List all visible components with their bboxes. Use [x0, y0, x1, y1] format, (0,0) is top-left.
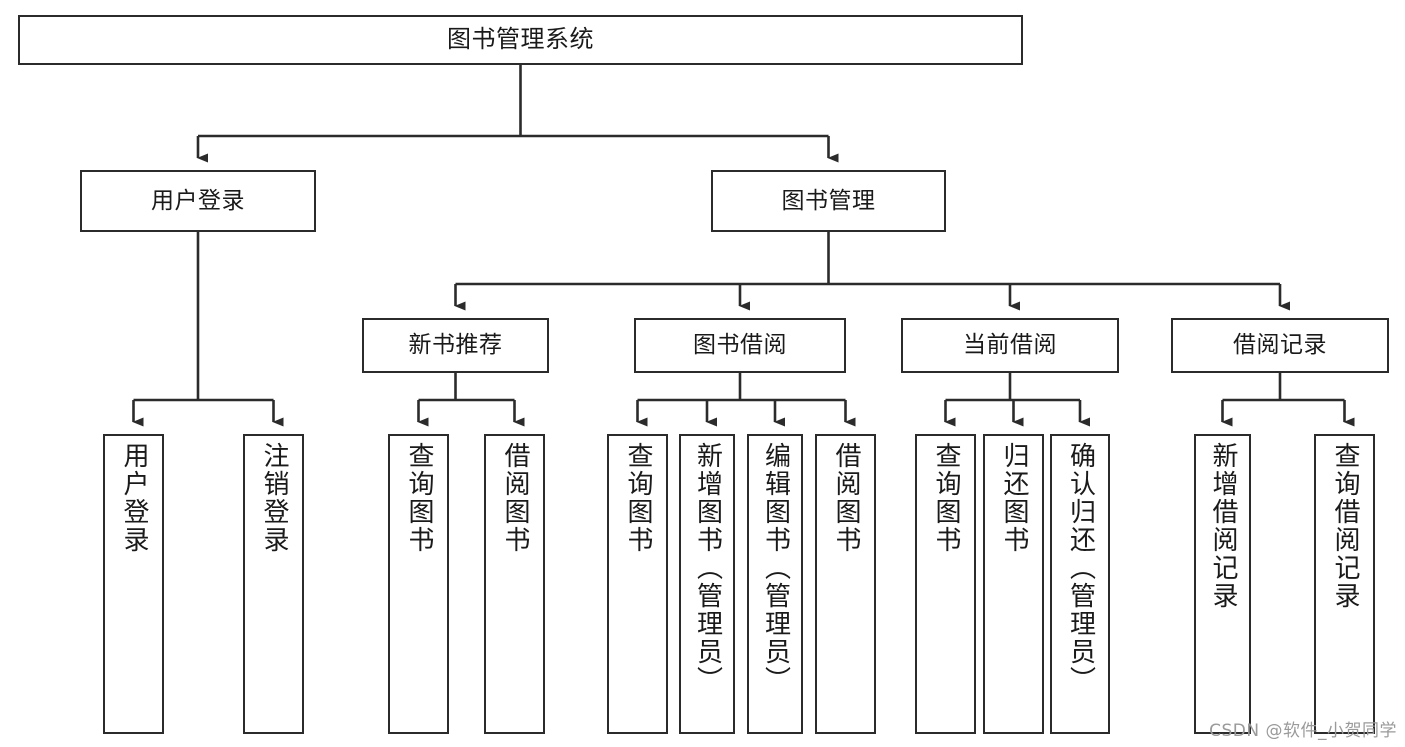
node-leaf-nbr-borrow[interactable]: 借阅图书: [484, 434, 545, 734]
node-label: 图书借阅: [693, 332, 787, 359]
node-leaf-bb-edit[interactable]: 编辑图书（管理员）: [747, 434, 803, 734]
node-label: 确认归还（管理员）: [1065, 442, 1096, 694]
node-user-login[interactable]: 用户登录: [80, 170, 316, 232]
node-label: 查询图书: [623, 442, 654, 554]
node-leaf-br-add[interactable]: 新增借阅记录: [1194, 434, 1251, 734]
node-label: 当前借阅: [963, 332, 1057, 359]
node-label: 归还图书: [999, 442, 1030, 554]
node-leaf-nbr-query[interactable]: 查询图书: [388, 434, 449, 734]
node-label: 查询图书: [404, 442, 435, 554]
node-label: 新书推荐: [408, 332, 503, 359]
node-label: 图书管理系统: [447, 25, 594, 54]
node-label: 查询借阅记录: [1330, 442, 1361, 610]
node-root[interactable]: 图书管理系统: [18, 15, 1023, 65]
node-leaf-user-login[interactable]: 用户登录: [103, 434, 164, 734]
node-leaf-bb-borrow[interactable]: 借阅图书: [815, 434, 876, 734]
node-label: 查询图书: [931, 442, 962, 554]
node-label: 用户登录: [119, 442, 150, 554]
node-leaf-br-query[interactable]: 查询借阅记录: [1314, 434, 1375, 734]
node-new-book-rec[interactable]: 新书推荐: [362, 318, 549, 373]
node-label: 借阅记录: [1233, 332, 1327, 359]
node-book-borrow[interactable]: 图书借阅: [634, 318, 846, 373]
node-leaf-bb-query[interactable]: 查询图书: [607, 434, 668, 734]
node-leaf-bb-add[interactable]: 新增图书（管理员）: [679, 434, 735, 734]
node-label: 注销登录: [259, 442, 290, 554]
node-label: 新增图书（管理员）: [692, 442, 723, 694]
node-leaf-user-logout[interactable]: 注销登录: [243, 434, 304, 734]
node-leaf-cb-return[interactable]: 归还图书: [983, 434, 1044, 734]
node-borrow-records[interactable]: 借阅记录: [1171, 318, 1389, 373]
node-label: 新增借阅记录: [1208, 442, 1239, 610]
node-leaf-cb-confirm[interactable]: 确认归还（管理员）: [1050, 434, 1110, 734]
node-label: 用户登录: [151, 187, 245, 214]
node-book-manage[interactable]: 图书管理: [711, 170, 946, 232]
node-leaf-cb-query[interactable]: 查询图书: [915, 434, 976, 734]
node-label: 借阅图书: [500, 442, 531, 554]
node-label: 借阅图书: [831, 442, 862, 554]
node-label: 编辑图书（管理员）: [760, 442, 791, 694]
node-current-borrow[interactable]: 当前借阅: [901, 318, 1119, 373]
node-label: 图书管理: [781, 187, 876, 214]
